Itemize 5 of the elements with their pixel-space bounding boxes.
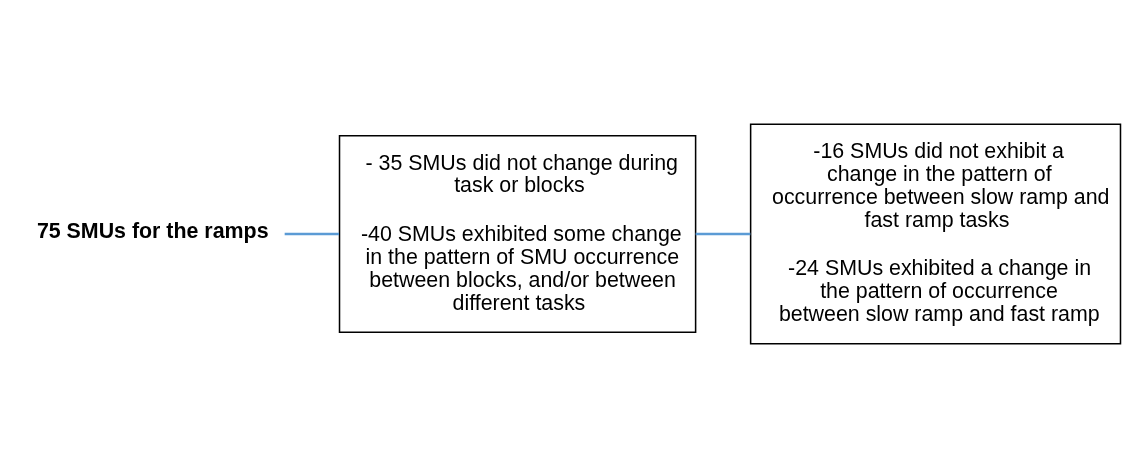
connector (284, 232, 339, 236)
node-box: -16 SMUs did not exhibit a change in the pattern of occurrence between slow ramp and fast ramp tasks -24 SMUs exhibited a change in the pattern of occurrence between slow ramp and fast ramp (749, 123, 1122, 345)
node-text: 75 SMUs for the ramps (36, 219, 269, 244)
node-box: - 35 SMUs did not change during task or blocks -40 SMUs exhibited some change in the pattern of SMU occurrence between blocks, and/or between different tasks (338, 134, 697, 334)
connector (695, 232, 751, 236)
